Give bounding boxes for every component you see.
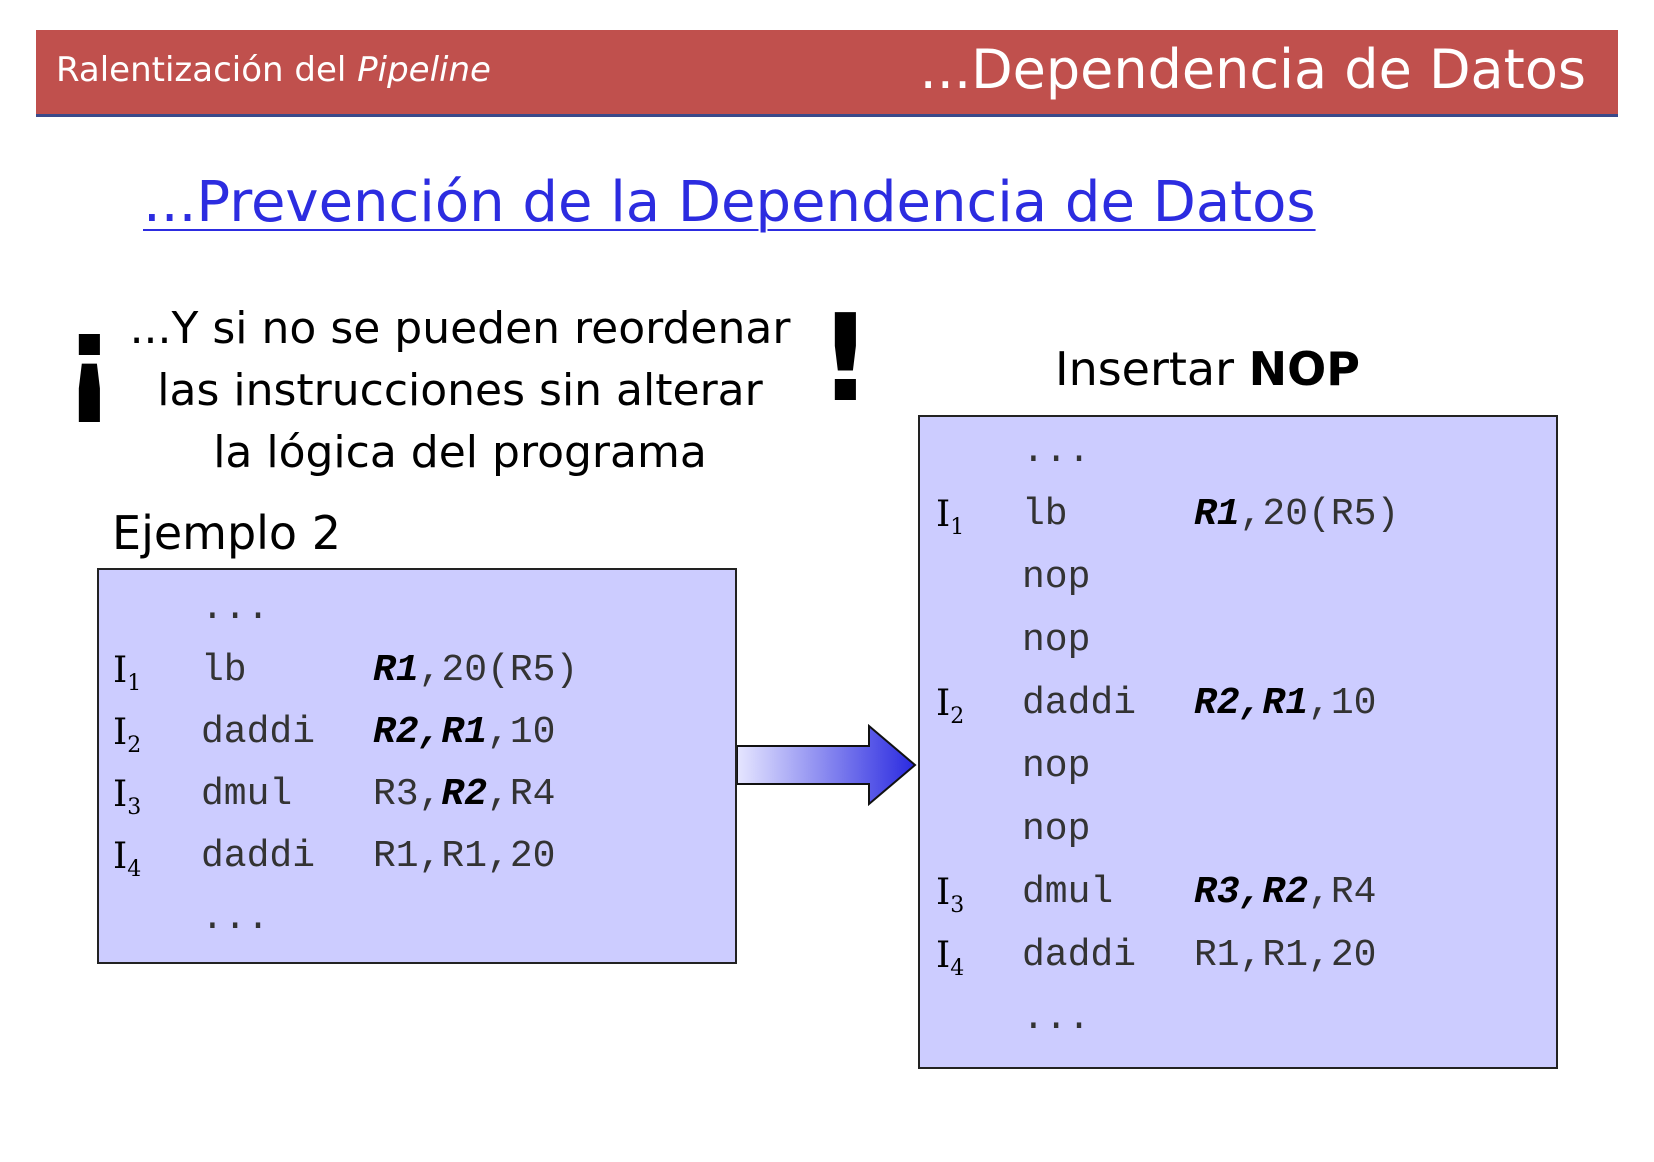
exclamation-mark: ! [818,290,873,429]
note-line-3: la lógica del programa [213,427,707,478]
code-line: nop [920,549,1556,607]
right-arrow-icon [737,724,917,806]
operands: R3,R2,R4 [1194,871,1377,914]
instruction-index: 1 [127,671,142,697]
header-title-prefix: Ralentización del [56,50,358,90]
opcode: nop [1022,808,1091,851]
opcode: ... [201,897,270,940]
opcode: lb [201,649,247,692]
instruction-index: 1 [950,515,965,541]
opcode: daddi [201,711,316,754]
note-line-1: ...Y si no se pueden reordenar [129,303,791,354]
instruction-index: 4 [950,956,965,982]
operands: R2,R1,10 [373,711,556,754]
instruction-label: I3 [936,872,965,919]
instruction-label: I2 [113,712,142,759]
code-line: I4 daddi R1,R1,20 [99,828,735,886]
instruction-label: I2 [936,683,965,730]
code-line: I2 daddi R2,R1,10 [920,675,1556,733]
instruction-label: I4 [936,935,965,982]
instruction-index: 2 [950,704,965,730]
instruction-label: I1 [936,494,965,541]
header-title-left: Ralentización del Pipeline [56,50,491,90]
operands: R1,R1,20 [373,835,556,878]
operands: R1,20(R5) [373,649,579,692]
operands: R1,20(R5) [1194,493,1400,536]
opcode: daddi [201,835,316,878]
code-line: I1 lb R1,20(R5) [99,642,735,700]
opcode: nop [1022,556,1091,599]
code-line: nop [920,612,1556,670]
code-line: nop [920,801,1556,859]
note-line-2: las instrucciones sin alterar [157,365,763,416]
opcode: ... [1022,430,1091,473]
insert-nop-label: Insertar NOP [1055,342,1360,396]
code-line: ... [920,423,1556,481]
code-line: I3 dmul R3,R2,R4 [99,766,735,824]
code-line: nop [920,738,1556,796]
instruction-index: 4 [127,857,142,883]
slide-subtitle: ...Prevención de la Dependencia de Datos [143,170,1316,235]
header-title-right: ...Dependencia de Datos [919,38,1586,101]
inverted-exclamation-mark: ¡ [62,290,117,429]
instruction-index: 3 [127,795,142,821]
instruction-index: 2 [127,733,142,759]
example-label: Ejemplo 2 [112,506,341,560]
operands: R3,R2,R4 [373,773,556,816]
opcode: nop [1022,745,1091,788]
instruction-label: I1 [113,650,142,697]
insert-label-prefix: Insertar [1055,342,1249,396]
opcode: lb [1022,493,1068,536]
opcode: ... [201,587,270,630]
insert-label-bold: NOP [1248,342,1360,396]
opcode: nop [1022,619,1091,662]
code-line: ... [99,890,735,948]
code-line: ... [920,990,1556,1048]
opcode: ... [1022,997,1091,1040]
code-line: I4 daddi R1,R1,20 [920,927,1556,985]
code-line: I3 dmul R3,R2,R4 [920,864,1556,922]
code-line: I2 daddi R2,R1,10 [99,704,735,762]
slide-header: Ralentización del Pipeline ...Dependenci… [36,30,1618,117]
header-title-italic: Pipeline [357,50,491,90]
note-text: ...Y si no se pueden reordenar las instr… [100,298,820,484]
opcode: daddi [1022,682,1137,725]
operands: R1,R1,20 [1194,934,1377,977]
opcode: daddi [1022,934,1137,977]
opcode: dmul [201,773,293,816]
instruction-label: I4 [113,836,142,883]
code-line: I1 lb R1,20(R5) [920,486,1556,544]
opcode: dmul [1022,871,1114,914]
instruction-label: I3 [113,774,142,821]
code-line: ... [99,580,735,638]
operands: R2,R1,10 [1194,682,1377,725]
instruction-index: 3 [950,893,965,919]
